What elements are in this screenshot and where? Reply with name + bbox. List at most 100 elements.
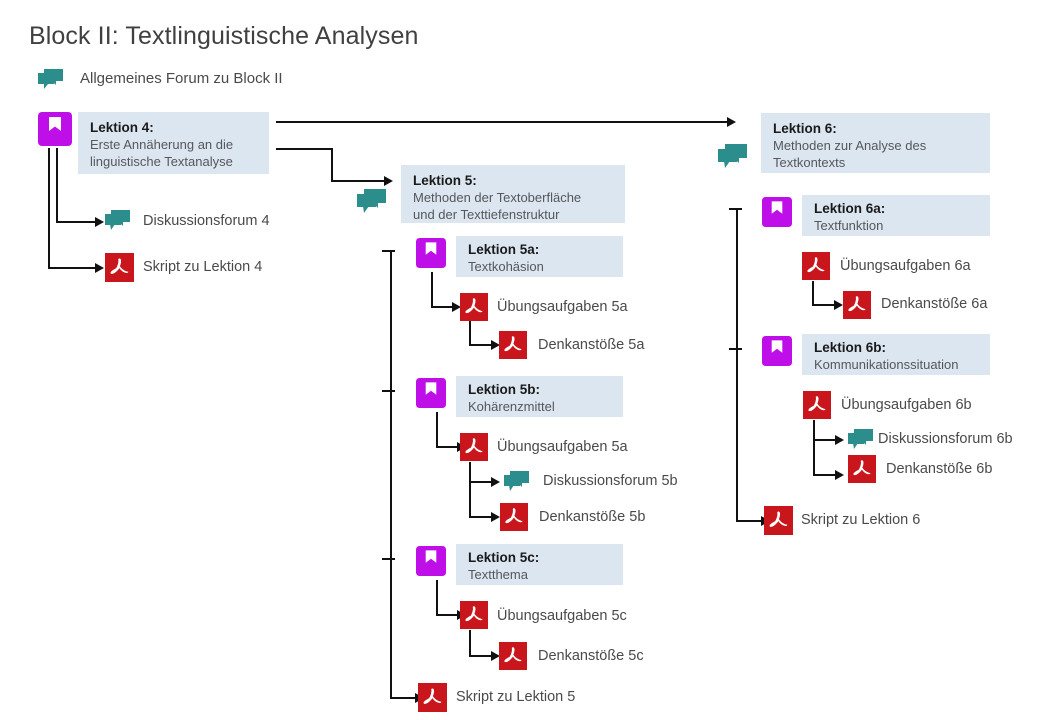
arrow-head <box>491 512 500 522</box>
connector-line <box>390 697 416 699</box>
arrow-head <box>835 435 844 445</box>
lesson-book-icon <box>416 546 446 576</box>
connector-line <box>436 614 458 616</box>
lesson-book-icon <box>38 112 72 146</box>
arrow-head <box>95 263 104 273</box>
arrow-head <box>727 117 736 127</box>
connector-line <box>276 148 332 150</box>
lesson-box-lektion-5a[interactable]: Lektion 5a: Textkohäsion <box>456 236 623 277</box>
lesson-box-lektion-4[interactable]: Lektion 4: Erste Annäherung an die lingu… <box>78 112 269 174</box>
item-label-uebungsaufgaben-5b[interactable]: Übungsaufgaben 5a <box>497 439 628 455</box>
page-title: Block II: Textlinguistische Analysen <box>29 22 419 50</box>
item-label-skript-lektion-4[interactable]: Skript zu Lektion 4 <box>143 259 263 275</box>
lesson-box-lektion-5c[interactable]: Lektion 5c: Textthema <box>456 544 623 585</box>
lesson-subtitle: Textfunktion <box>814 218 884 234</box>
item-label-uebungsaufgaben-5a[interactable]: Übungsaufgaben 5a <box>497 299 628 315</box>
spine-tick <box>729 348 742 350</box>
lesson-book-icon <box>762 336 792 366</box>
lesson-title: Lektion 5: <box>413 173 477 188</box>
lesson-subtitle: Kohärenzmittel <box>468 399 555 415</box>
pdf-icon <box>843 291 871 319</box>
lesson-title: Lektion 5b: <box>468 382 541 397</box>
lesson-title: Lektion 6a: <box>814 201 886 216</box>
lesson-title: Lektion 6: <box>773 121 837 136</box>
header-forum-label[interactable]: Allgemeines Forum zu Block II <box>80 70 283 87</box>
connector-line <box>812 304 835 306</box>
connector-line <box>276 121 729 123</box>
pdf-icon <box>500 503 528 531</box>
lesson-box-lektion-6a[interactable]: Lektion 6a: Textfunktion <box>802 195 990 236</box>
lesson-subtitle: Methoden zur Analyse des Textkontexts <box>773 138 927 170</box>
connector-line <box>48 267 96 269</box>
forum-icon <box>848 428 874 452</box>
lesson-title: Lektion 5a: <box>468 242 540 257</box>
arrow-head <box>384 176 393 186</box>
arrow-head <box>834 300 843 310</box>
arrow-head <box>491 477 500 487</box>
item-label-uebungsaufgaben-6b[interactable]: Übungsaufgaben 6b <box>841 397 972 413</box>
connector-line <box>48 148 50 268</box>
lesson-box-lektion-5[interactable]: Lektion 5: Methoden der Textoberfläche u… <box>401 165 625 223</box>
forum-icon <box>105 209 131 233</box>
item-label-denkanstoesse-5c[interactable]: Denkanstöße 5c <box>538 648 644 664</box>
pdf-icon <box>803 391 831 419</box>
lesson-box-lektion-6b[interactable]: Lektion 6b: Kommunikationssituation <box>802 334 990 375</box>
pdf-icon <box>460 601 488 629</box>
item-label-denkanstoesse-5a[interactable]: Denkanstöße 5a <box>538 337 645 353</box>
forum-icon <box>357 188 387 216</box>
lesson-book-icon <box>762 197 792 227</box>
connector-line <box>813 474 836 476</box>
pdf-icon <box>764 506 793 535</box>
arrow-head <box>491 340 500 350</box>
forum-icon <box>718 143 748 171</box>
lesson-book-icon <box>416 238 446 268</box>
item-label-diskussionsforum-6b[interactable]: Diskussionsforum 6b <box>878 431 1013 447</box>
connector-line <box>469 462 471 517</box>
connector-line <box>436 412 438 447</box>
arrow-head <box>95 217 104 227</box>
connector-line <box>56 221 96 223</box>
connector-line <box>431 272 433 307</box>
lesson-subtitle: Textthema <box>468 567 528 583</box>
arrow-head <box>452 302 461 312</box>
connector-line <box>331 148 333 181</box>
pdf-icon <box>460 433 488 461</box>
forum-icon <box>38 68 64 92</box>
connector-line <box>813 420 815 475</box>
lesson-box-lektion-5b[interactable]: Lektion 5b: Kohärenzmittel <box>456 376 623 417</box>
lesson-book-icon <box>416 378 446 408</box>
item-label-diskussionsforum-4[interactable]: Diskussionsforum 4 <box>143 213 270 229</box>
connector-line <box>436 446 458 448</box>
spine-tick <box>382 250 395 252</box>
lesson-subtitle: Erste Annäherung an die linguistische Te… <box>90 137 234 169</box>
pdf-icon <box>460 293 488 321</box>
item-label-denkanstoesse-6a[interactable]: Denkanstöße 6a <box>881 296 988 312</box>
spine-tick <box>729 208 742 210</box>
connector-line <box>469 344 492 346</box>
pdf-icon <box>802 252 830 280</box>
arrow-head <box>491 651 500 661</box>
item-label-uebungsaufgaben-5c[interactable]: Übungsaufgaben 5c <box>497 608 627 624</box>
connector-line <box>469 481 492 483</box>
item-label-skript-lektion-6[interactable]: Skript zu Lektion 6 <box>801 512 921 528</box>
connector-line <box>813 439 836 441</box>
connector-line <box>469 321 471 345</box>
item-label-diskussionsforum-5b[interactable]: Diskussionsforum 5b <box>543 473 678 489</box>
lesson-subtitle: Kommunikationssituation <box>814 357 959 373</box>
connector-spine <box>390 252 392 698</box>
connector-line <box>469 516 492 518</box>
connector-line <box>469 630 471 656</box>
item-label-skript-lektion-5[interactable]: Skript zu Lektion 5 <box>456 689 576 705</box>
spine-tick <box>382 390 395 392</box>
pdf-icon <box>499 331 527 359</box>
connector-line <box>812 281 814 305</box>
lesson-title: Lektion 5c: <box>468 550 540 565</box>
item-label-denkanstoesse-5b[interactable]: Denkanstöße 5b <box>539 509 646 525</box>
connector-line <box>56 148 58 222</box>
pdf-icon <box>499 642 527 670</box>
lesson-box-lektion-6[interactable]: Lektion 6: Methoden zur Analyse des Text… <box>761 113 990 173</box>
item-label-denkanstoesse-6b[interactable]: Denkanstöße 6b <box>886 461 993 477</box>
item-label-uebungsaufgaben-6a[interactable]: Übungsaufgaben 6a <box>840 258 971 274</box>
lesson-title: Lektion 4: <box>90 120 154 135</box>
